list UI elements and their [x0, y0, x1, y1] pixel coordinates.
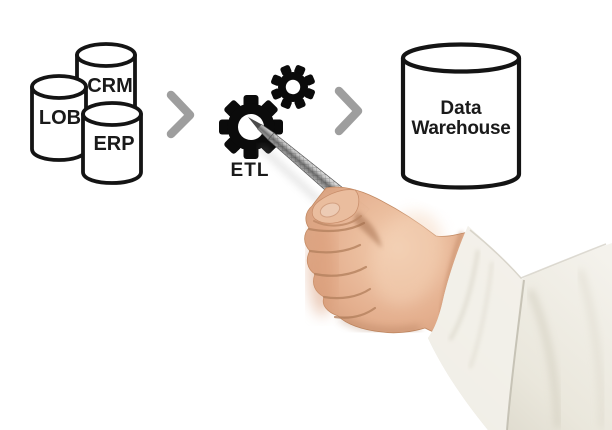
sleeve-fold-1	[527, 288, 561, 429]
pen-tip	[248, 117, 262, 129]
gear-small-teeth	[271, 65, 315, 109]
data-warehouse-label-line1: Data	[440, 98, 482, 119]
sleeve-fold-2	[577, 269, 605, 429]
fist-bottom-shadow	[338, 315, 421, 334]
gear-large-icon	[219, 95, 283, 159]
source-databases-group	[30, 42, 143, 185]
lob-label: LOB	[39, 107, 81, 129]
shirt-sleeve	[428, 226, 612, 430]
cuff-wrinkle-1	[448, 249, 480, 341]
erp-cylinder-body	[81, 112, 143, 185]
data-warehouse-top	[400, 42, 522, 74]
cuff-band	[428, 226, 522, 430]
flow-chevron-right-icon-2	[334, 86, 363, 136]
erp-database-cylinder-icon	[81, 101, 143, 185]
data-warehouse-body	[400, 58, 522, 190]
crm-label: CRM	[87, 75, 133, 97]
cuff-seam	[506, 279, 525, 430]
gear-large-hole	[238, 114, 264, 140]
pinky-fold	[322, 287, 372, 300]
flow-chevron-right-icon-1	[166, 90, 195, 139]
ring-fold	[313, 265, 368, 277]
cuff-wrinkle-2	[468, 261, 494, 369]
lob-cylinder-top	[30, 74, 88, 100]
sleeve-top-edge	[469, 229, 607, 279]
middle-fold	[308, 243, 362, 254]
thumb-crease	[313, 215, 362, 227]
data-warehouse-cylinder-icon	[400, 42, 522, 190]
pen-shadow	[259, 145, 323, 205]
erp-cylinder-top	[81, 101, 143, 127]
erp-label: ERP	[93, 133, 134, 155]
data-warehouse-label-line2: Warehouse	[411, 118, 510, 139]
palm-fold	[333, 306, 377, 319]
grip-shadow	[353, 212, 382, 248]
knuckle-shading	[308, 220, 336, 316]
gear-small-hole	[285, 79, 301, 95]
gear-small-icon	[271, 65, 315, 109]
hand	[304, 186, 477, 346]
etl-gears-icon	[219, 65, 315, 159]
thumbnail	[319, 202, 341, 218]
etl-label: ETL	[231, 160, 270, 181]
crm-cylinder-top	[75, 42, 137, 68]
hand-highlight	[372, 211, 444, 305]
